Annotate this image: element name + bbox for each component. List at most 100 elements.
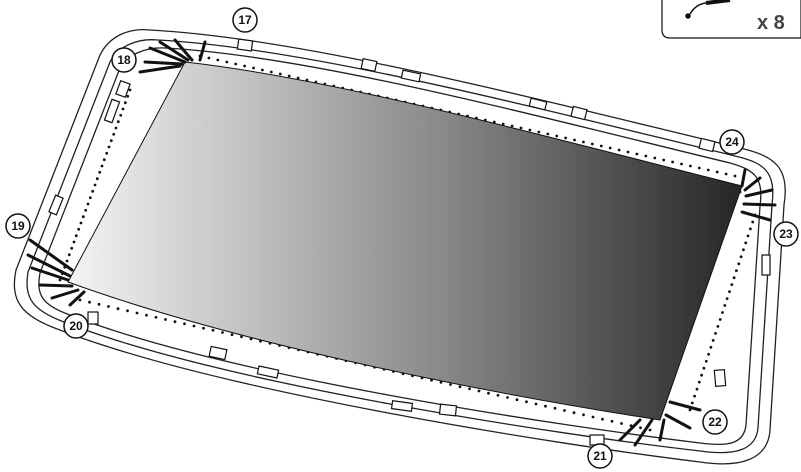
spring-dot <box>501 122 505 126</box>
spring-dot <box>635 152 639 156</box>
spring-dot <box>492 120 496 124</box>
spring-dot <box>252 66 255 70</box>
spring-dot <box>553 406 557 410</box>
frame-connectors <box>48 38 771 446</box>
callout-23: 23 <box>773 221 799 247</box>
spring-dot <box>79 221 83 225</box>
spring-dot <box>119 113 123 117</box>
spring-dot <box>183 322 186 326</box>
spring-dot <box>715 170 719 174</box>
spring-dot <box>742 248 745 252</box>
spring-dot <box>599 144 603 148</box>
spring-dot <box>697 166 701 170</box>
spring-dot <box>690 401 694 405</box>
spring-dot <box>697 380 701 384</box>
callout-18: 18 <box>111 47 137 73</box>
spring-dot <box>735 269 738 273</box>
spring-dot <box>662 158 666 162</box>
callout-label: 17 <box>238 13 252 27</box>
spring-dot <box>154 315 158 319</box>
callout-label: 24 <box>725 135 739 149</box>
spring-dot <box>591 415 595 419</box>
spring-dot <box>744 241 748 245</box>
callout-label: 23 <box>779 227 793 241</box>
spring-dot <box>610 419 614 423</box>
spring-dot <box>192 324 196 328</box>
spring-dot <box>221 331 224 334</box>
callout-24: 24 <box>719 129 745 155</box>
spring-dot <box>733 174 737 178</box>
spring-dot <box>573 138 576 142</box>
spring-dot <box>739 255 743 259</box>
spring-dot <box>723 304 727 307</box>
spring-dot <box>496 393 500 397</box>
spring-dot <box>84 208 88 212</box>
spring-dot <box>737 262 741 266</box>
spring-dot <box>88 300 91 304</box>
spring-dot <box>458 385 462 389</box>
spring-dot <box>67 253 71 257</box>
callout-label: 21 <box>593 449 607 463</box>
spring-dot <box>582 140 585 144</box>
spring-dot <box>126 309 129 313</box>
spring-dot <box>240 335 243 339</box>
spring-dot <box>749 227 752 231</box>
spring-dot <box>225 60 229 64</box>
spring-dot <box>519 126 523 130</box>
callout-label: 18 <box>117 53 131 67</box>
frame <box>13 29 786 465</box>
spring-dot <box>72 240 76 244</box>
spring-dot <box>718 318 722 321</box>
spring-dot <box>617 148 621 152</box>
spring-dot <box>116 307 120 311</box>
spring-dot <box>234 62 238 66</box>
spring-dot <box>173 320 177 324</box>
spring-dot <box>116 120 120 124</box>
spring-dot <box>109 139 113 143</box>
spring-dot <box>98 170 102 174</box>
spring-dot <box>714 332 717 335</box>
spring-dot <box>510 124 514 128</box>
spring-dot <box>608 146 612 150</box>
spring-dot <box>128 88 132 92</box>
callout-label: 22 <box>708 415 722 429</box>
spring-dot <box>704 359 708 363</box>
spring-dot <box>709 345 713 349</box>
spring-dot <box>100 164 104 168</box>
callout-17: 17 <box>232 7 258 33</box>
spring-dot <box>721 311 724 314</box>
spring-dot <box>97 302 101 306</box>
spring-dot <box>164 318 167 321</box>
callout-21: 21 <box>587 443 613 469</box>
spring-dot <box>626 150 630 154</box>
spring-dot <box>126 94 130 98</box>
spring-dot <box>449 383 452 386</box>
spring-dot <box>249 337 253 341</box>
spring-dot <box>725 297 729 300</box>
jumping-mat <box>67 61 743 421</box>
spring-dot <box>644 154 648 158</box>
spring-dot <box>93 183 97 187</box>
spring-dot <box>555 134 559 138</box>
spring-dot <box>78 298 82 302</box>
spring-dot <box>468 387 471 391</box>
spring-dot <box>105 151 109 155</box>
spring-dot <box>506 396 509 399</box>
spring-dot <box>525 400 528 404</box>
spring-dot <box>123 101 127 105</box>
quantity-label: x 8 <box>757 12 785 34</box>
spring-dot <box>702 366 706 370</box>
spring-dot <box>716 325 720 328</box>
spring-dot <box>216 58 220 62</box>
spring-dot <box>107 145 111 149</box>
spring-dot <box>81 215 85 219</box>
spring-dot <box>582 413 585 417</box>
spring-dot <box>693 394 696 398</box>
spring-dot <box>746 234 750 238</box>
frame-inner-rail <box>26 39 774 454</box>
spring-dot <box>112 132 116 136</box>
spring-dot <box>88 196 92 200</box>
corner-springs <box>26 38 777 447</box>
spring-dot <box>680 162 683 166</box>
callout-label: 19 <box>11 219 25 233</box>
